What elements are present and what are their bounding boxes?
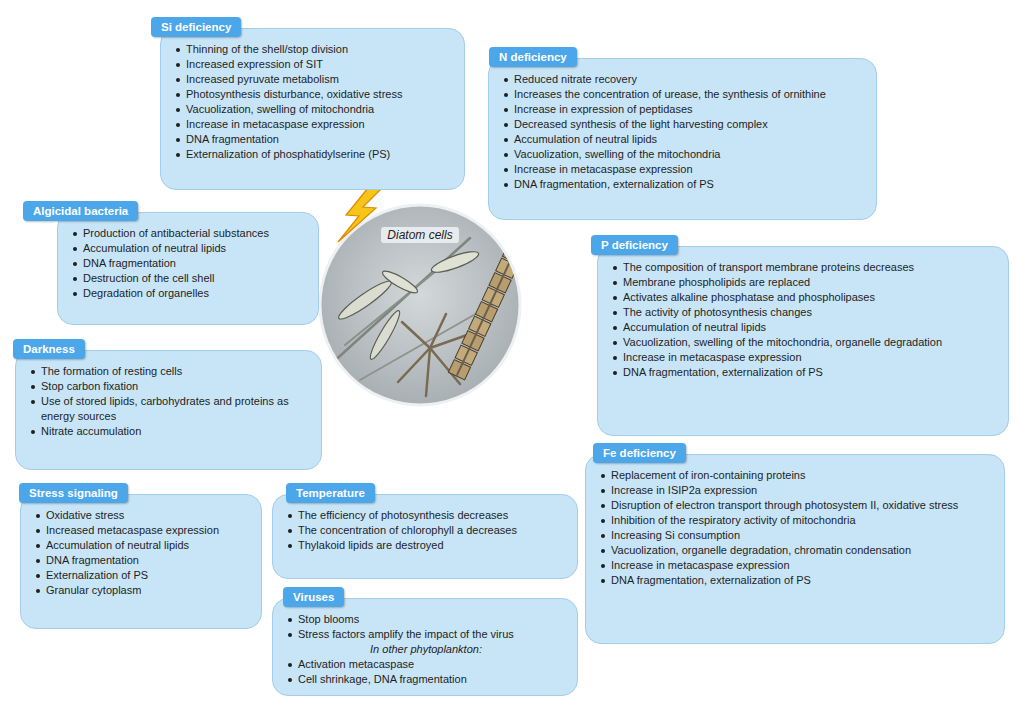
bullet-item: Reduced nitrate recovery xyxy=(501,72,866,87)
callout-body: The efficiency of photosynthesis decreas… xyxy=(273,503,577,561)
bullet-item: Stress factors amplify the impact of the… xyxy=(285,627,567,642)
bullet-item: Use of stored lipids, carbohydrates and … xyxy=(28,394,311,424)
bullet-item: Inhibition of the respiratory activity o… xyxy=(598,513,994,528)
bullet-item: Vacuolization, swelling of the mitochond… xyxy=(501,147,866,162)
bullet-item: Photosynthesis disturbance, oxidative st… xyxy=(173,87,454,102)
callout-box: Si deficiencyThinning of the shell/stop … xyxy=(160,28,465,190)
bullet-item: Increase in expression of peptidases xyxy=(501,102,866,117)
bullet-item: Degradation of organelles xyxy=(70,286,308,301)
bullet-item: Stop carbon fixation xyxy=(28,379,311,394)
callout-body: Replacement of iron-containing proteinsI… xyxy=(586,463,1004,596)
callout-box: N deficiencyReduced nitrate recoveryIncr… xyxy=(488,58,877,220)
bullet-item: The efficiency of photosynthesis decreas… xyxy=(285,508,567,523)
bullet-item: Increase in ISIP2a expression xyxy=(598,483,994,498)
callout-heading: Si deficiency xyxy=(151,17,241,37)
diatom-cells xyxy=(330,229,531,396)
bullet-item: Accumulation of neutral lipids xyxy=(610,320,998,335)
callout-body: Reduced nitrate recoveryIncreases the co… xyxy=(489,67,876,200)
bullet-item: Externalization of PS xyxy=(33,568,251,583)
callout-heading: Stress signaling xyxy=(19,483,128,503)
bullet-item: Vacuolization, swelling of mitochondria xyxy=(173,102,454,117)
bullet-item: Increased expression of SIT xyxy=(173,57,454,72)
bullet-item: The composition of transport membrane pr… xyxy=(610,260,998,275)
bullet-item: Increasing Si consumption xyxy=(598,528,994,543)
callout-body: Production of antibacterial substancesAc… xyxy=(58,221,318,309)
bullet-item: The activity of photosynthesis changes xyxy=(610,305,998,320)
center-circle: Diatom cells xyxy=(320,205,520,405)
bullet-item: Disruption of electron transport through… xyxy=(598,498,994,513)
bullet-item: Vacuolization, swelling of the mitochond… xyxy=(610,335,998,350)
callout-heading: Fe deficiency xyxy=(593,443,686,463)
bullet-item: Increase in metacaspase expression xyxy=(173,117,454,132)
callout-heading: Algicidal bacteria xyxy=(23,201,138,221)
bullet-item: The concentration of chlorophyll a decre… xyxy=(285,523,567,538)
callout-box: Stress signalingOxidative stressIncrease… xyxy=(20,494,262,629)
lightning-bolt xyxy=(338,188,382,242)
bullet-item: Increased metacaspase expression xyxy=(33,523,251,538)
callout-heading: P deficiency xyxy=(591,235,678,255)
bullet-item: Production of antibacterial substances xyxy=(70,226,308,241)
bullet-item: Increased pyruvate metabolism xyxy=(173,72,454,87)
bullet-item: Oxidative stress xyxy=(33,508,251,523)
bullet-item: DNA fragmentation, externalization of PS xyxy=(610,365,998,380)
bullet-item: Decreased synthesis of the light harvest… xyxy=(501,117,866,132)
bullet-item: Externalization of phosphatidylserine (P… xyxy=(173,147,454,162)
callout-heading: Viruses xyxy=(283,587,344,607)
bullet-item: Nitrate accumulation xyxy=(28,424,311,439)
bullet-item: The formation of resting cells xyxy=(28,364,311,379)
bullet-item: Increases the concentration of urease, t… xyxy=(501,87,866,102)
bullet-item: Accumulation of neutral lipids xyxy=(70,241,308,256)
bullet-item: Replacement of iron-containing proteins xyxy=(598,468,994,483)
bullet-item: Vacuolization, organelle degradation, ch… xyxy=(598,543,994,558)
circle-label: Diatom cells xyxy=(381,227,458,243)
callout-heading: Temperature xyxy=(286,483,375,503)
bullet-item: DNA fragmentation, externalization of PS xyxy=(501,177,866,192)
bullet-item: DNA fragmentation xyxy=(173,132,454,147)
callout-body: The composition of transport membrane pr… xyxy=(598,255,1008,388)
callout-body: The formation of resting cellsStop carbo… xyxy=(16,359,321,447)
bullet-item: Activates alkaline phosphatase and phosp… xyxy=(610,290,998,305)
callout-box: VirusesStop bloomsStress factors amplify… xyxy=(272,598,578,696)
bullet-item: Membrane phospholipids are replaced xyxy=(610,275,998,290)
bullet-item: Increase in metacaspase expression xyxy=(598,558,994,573)
callout-body: Oxidative stressIncreased metacaspase ex… xyxy=(21,503,261,606)
bullet-item: Increase in metacaspase expression xyxy=(501,162,866,177)
bullet-item: DNA fragmentation, externalization of PS xyxy=(598,573,994,588)
callout-box: Fe deficiencyReplacement of iron-contain… xyxy=(585,454,1005,644)
bullet-item: Activation metacaspase xyxy=(285,657,567,672)
callout-box: Algicidal bacteriaProduction of antibact… xyxy=(57,212,319,325)
bullet-item: Accumulation of neutral lipids xyxy=(33,538,251,553)
callout-body: Thinning of the shell/stop divisionIncre… xyxy=(161,37,464,170)
sub-heading: In other phytoplankton: xyxy=(285,642,567,657)
callout-box: TemperatureThe efficiency of photosynthe… xyxy=(272,494,578,579)
bullet-item: Destruction of the cell shell xyxy=(70,271,308,286)
callout-heading: Darkness xyxy=(13,339,85,359)
bullet-item: DNA fragmentation xyxy=(33,553,251,568)
bullet-item: Stop blooms xyxy=(285,612,567,627)
bullet-item: Granular cytoplasm xyxy=(33,583,251,598)
bullet-item: DNA fragmentation xyxy=(70,256,308,271)
callout-box: DarknessThe formation of resting cellsSt… xyxy=(15,350,322,470)
bullet-item: Thylakoid lipids are destroyed xyxy=(285,538,567,553)
callout-body: Stop bloomsStress factors amplify the im… xyxy=(273,607,577,695)
circle-ring xyxy=(320,205,520,405)
bullet-item: Increase in metacaspase expression xyxy=(610,350,998,365)
callout-box: P deficiencyThe composition of transport… xyxy=(597,246,1009,436)
bullet-item: Thinning of the shell/stop division xyxy=(173,42,454,57)
bullet-item: Cell shrinkage, DNA fragmentation xyxy=(285,672,567,687)
callout-heading: N deficiency xyxy=(489,47,577,67)
bullet-item: Accumulation of neutral lipids xyxy=(501,132,866,147)
